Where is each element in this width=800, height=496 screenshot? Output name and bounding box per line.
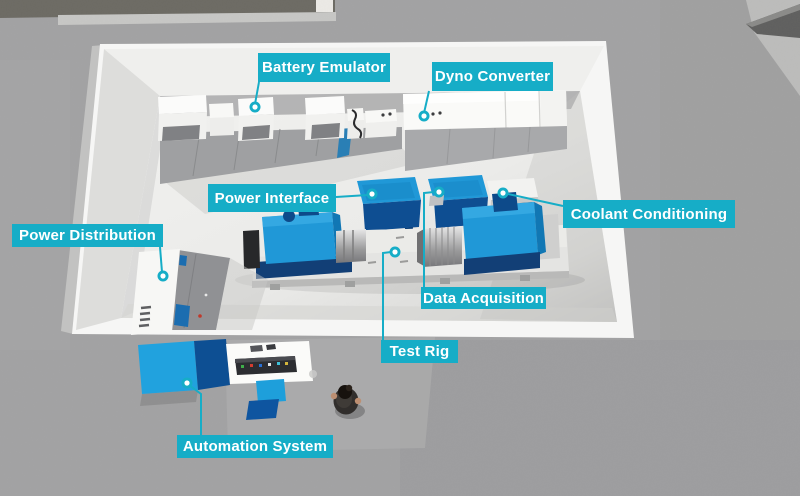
power-interface-unit bbox=[357, 177, 421, 242]
dot-test-rig[interactable] bbox=[389, 246, 401, 258]
callout-test-rig[interactable]: Test Rig bbox=[381, 340, 458, 363]
automation-desk bbox=[138, 339, 230, 406]
dot-power-interface[interactable] bbox=[366, 188, 378, 200]
person-avatar bbox=[330, 384, 365, 419]
callout-power-interface[interactable]: Power Interface bbox=[208, 184, 336, 212]
callout-battery-emulator[interactable]: Battery Emulator bbox=[258, 53, 390, 82]
callout-coolant-conditioning[interactable]: Coolant Conditioning bbox=[563, 200, 735, 228]
callout-power-distribution[interactable]: Power Distribution bbox=[12, 224, 163, 247]
power-distribution-cabinet bbox=[131, 249, 268, 335]
cable-bundle bbox=[351, 109, 363, 139]
dot-battery-emulator[interactable] bbox=[249, 101, 261, 113]
test-rig-machine bbox=[235, 192, 585, 294]
dyno-converter-cabinets bbox=[403, 90, 567, 171]
callout-lines bbox=[159, 81, 564, 435]
dot-dyno-converter[interactable] bbox=[418, 110, 430, 122]
right-dyno bbox=[417, 192, 560, 275]
dot-coolant-conditioning[interactable] bbox=[497, 187, 509, 199]
callout-dots bbox=[157, 101, 509, 389]
operator-desk bbox=[226, 341, 317, 420]
dot-power-distribution[interactable] bbox=[157, 270, 169, 282]
dot-data-acquisition[interactable] bbox=[433, 186, 445, 198]
callout-automation-system[interactable]: Automation System bbox=[177, 435, 333, 458]
callout-data-acquisition[interactable]: Data Acquisition bbox=[421, 287, 546, 309]
chair bbox=[246, 379, 286, 420]
callout-dyno-converter[interactable]: Dyno Converter bbox=[432, 62, 553, 91]
dot-automation-system[interactable] bbox=[181, 377, 193, 389]
